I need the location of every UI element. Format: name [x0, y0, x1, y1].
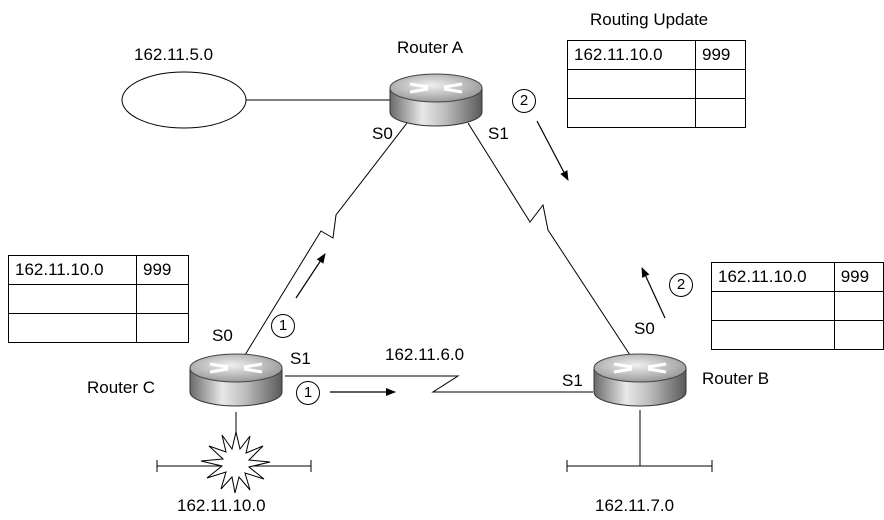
table-row — [567, 98, 746, 128]
table-row — [711, 291, 884, 321]
serial-link-c-b — [285, 375, 593, 393]
table-row: 162.11.10.0 999 — [8, 255, 189, 285]
router-b-port-s1: S1 — [562, 371, 583, 390]
table-row — [8, 284, 189, 314]
table-cell — [136, 313, 189, 343]
router-b-port-s0: S0 — [634, 319, 655, 338]
table-row — [567, 69, 746, 99]
table-cell: 162.11.10.0 — [8, 255, 137, 285]
table-cell — [695, 69, 746, 99]
table-cell — [833, 320, 884, 350]
table-cell — [567, 69, 696, 99]
router-c-label: Router C — [87, 378, 156, 397]
network-label-top-left: 162.11.5.0 — [134, 45, 214, 64]
table-cell — [695, 98, 746, 128]
routing-table-right: 162.11.10.0 999 — [711, 262, 884, 350]
step-badge-top-2: 2 — [512, 89, 536, 113]
router-c-icon — [189, 353, 283, 407]
routing-table-right-wrap: 162.11.10.0 999 — [711, 262, 884, 358]
table-row — [8, 313, 189, 343]
table-cell: 999 — [695, 40, 746, 70]
network-label-bottom-right: 162.11.7.0 — [595, 496, 675, 515]
arrow-a-to-b — [536, 120, 569, 181]
serial-link-a-b — [467, 122, 631, 356]
router-b-icon — [593, 353, 687, 407]
table-cell: 999 — [136, 255, 189, 285]
network-ellipse — [121, 71, 247, 129]
table-cell: 162.11.10.0 — [567, 40, 696, 70]
step-badge-bottom-1: 1 — [296, 381, 320, 405]
step-badge-right-2: 2 — [669, 273, 693, 297]
router-c-port-s0: S0 — [212, 326, 233, 345]
router-a-port-s1: S1 — [488, 124, 509, 143]
arrow-b-to-a — [641, 267, 666, 319]
router-a-label: Router A — [397, 38, 464, 57]
table-cell — [567, 98, 696, 128]
update-label: Routing Update — [590, 10, 709, 29]
table-cell — [711, 291, 835, 321]
table-cell — [8, 284, 137, 314]
network-label-middle: 162.11.6.0 — [385, 345, 465, 364]
table-cell — [8, 313, 137, 343]
table-cell — [711, 320, 835, 350]
router-c-port-s1: S1 — [290, 349, 311, 368]
table-cell: 162.11.10.0 — [711, 262, 835, 292]
routing-table-left: 162.11.10.0 999 — [8, 255, 189, 343]
table-cell: 999 — [833, 262, 884, 292]
table-row — [711, 320, 884, 350]
step-badge-left-1: 1 — [271, 314, 295, 338]
table-cell — [833, 291, 884, 321]
router-b-label: Router B — [702, 369, 770, 388]
table-cell — [136, 284, 189, 314]
serial-link-a-c — [244, 122, 408, 356]
link-failure-burst — [200, 431, 271, 494]
arrow-c-to-a — [295, 253, 326, 299]
router-a-icon — [389, 73, 483, 127]
router-a-port-s0: S0 — [372, 124, 393, 143]
table-row: 162.11.10.0 999 — [567, 40, 746, 70]
routing-update-table-top: 162.11.10.0 999 — [567, 40, 746, 128]
table-row: 162.11.10.0 999 — [711, 262, 884, 292]
network-label-bottom-left: 162.11.10.0 — [177, 496, 266, 515]
